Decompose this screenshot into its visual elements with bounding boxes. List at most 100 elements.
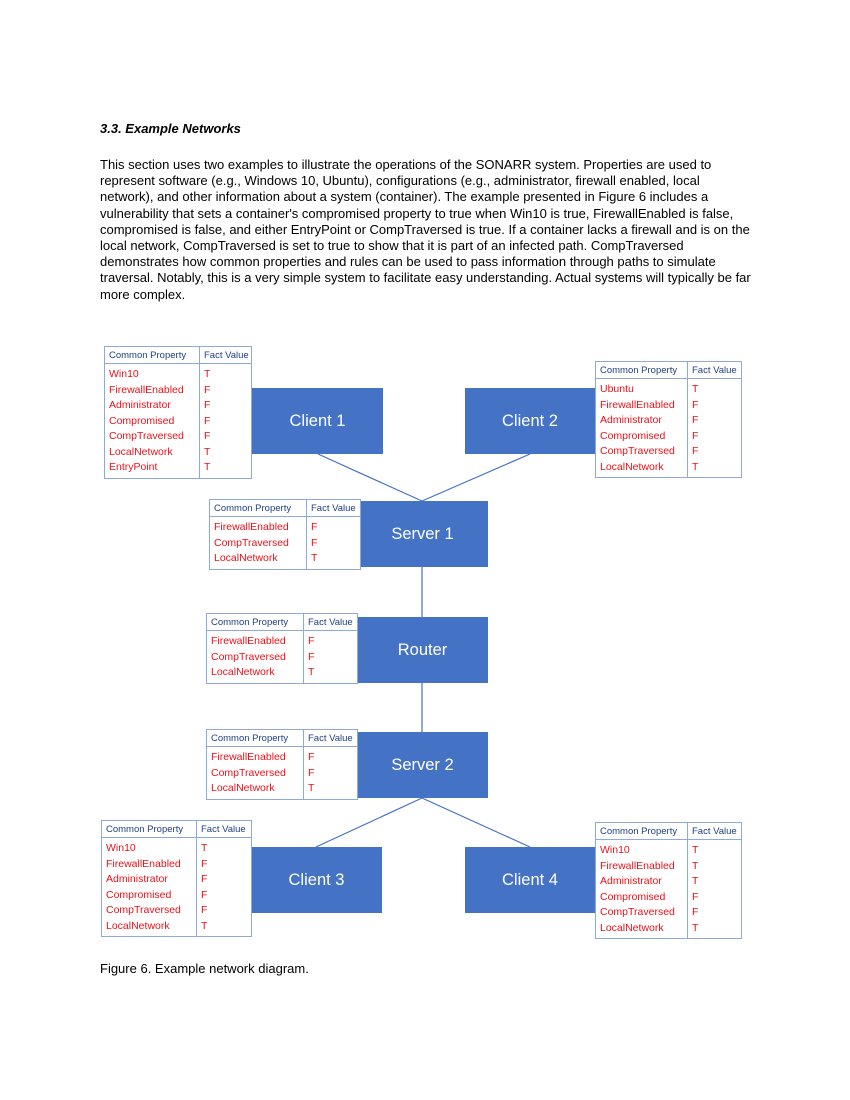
fact-value: T bbox=[692, 859, 699, 872]
property-name: CompTraversed bbox=[214, 536, 289, 549]
node-router: Router bbox=[357, 617, 488, 683]
property-name: FirewallEnabled bbox=[109, 383, 184, 396]
property-name: CompTraversed bbox=[600, 445, 675, 457]
property-name: Win10 bbox=[109, 368, 139, 380]
fact-value: T bbox=[204, 445, 211, 458]
property-name: Compromised bbox=[109, 414, 175, 427]
node-server1-label: Server 1 bbox=[391, 524, 454, 543]
property-name: FirewallEnabled bbox=[600, 398, 675, 411]
table-header-property: Common Property bbox=[207, 614, 303, 631]
fact-value: F bbox=[201, 888, 208, 901]
property-name: LocalNetwork bbox=[106, 919, 170, 932]
fact-value: F bbox=[204, 430, 211, 442]
node-client4: Client 4 bbox=[465, 847, 595, 913]
fact-value: F bbox=[311, 521, 318, 533]
table-header-value: Fact Value bbox=[303, 614, 357, 631]
body-paragraph: This section uses two examples to illust… bbox=[100, 157, 751, 302]
table-header-property: Common Property bbox=[210, 500, 306, 517]
table-header-property: Common Property bbox=[207, 730, 303, 747]
property-name: Administrator bbox=[109, 399, 171, 411]
node-server2: Server 2 bbox=[357, 732, 488, 798]
table-header-value: Fact Value bbox=[199, 347, 251, 364]
node-client1-label: Client 1 bbox=[289, 411, 346, 430]
property-name: Win10 bbox=[106, 842, 136, 854]
property-name: Administrator bbox=[600, 875, 662, 887]
property-name: LocalNetwork bbox=[600, 460, 664, 473]
fact-value: F bbox=[692, 890, 699, 903]
node-client3-label: Client 3 bbox=[288, 870, 345, 889]
link-server2-client4 bbox=[421, 797, 531, 848]
fact-value: T bbox=[308, 666, 315, 678]
fact-value: T bbox=[204, 368, 211, 380]
section-heading: 3.3. Example Networks bbox=[100, 121, 241, 136]
node-client1: Client 1 bbox=[252, 388, 383, 454]
fact-value: F bbox=[204, 399, 211, 411]
fact-value: T bbox=[692, 460, 699, 473]
fact-value: F bbox=[692, 398, 699, 411]
fact-value: T bbox=[308, 782, 315, 794]
fact-value: F bbox=[201, 873, 208, 885]
fact-value: T bbox=[201, 919, 208, 932]
fact-value: T bbox=[692, 875, 699, 887]
property-name: CompTraversed bbox=[600, 906, 675, 918]
link-client2-server1 bbox=[421, 453, 531, 502]
fact-value: T bbox=[692, 921, 699, 934]
fact-value: F bbox=[204, 414, 211, 427]
fact-value: T bbox=[692, 383, 699, 395]
fact-value: F bbox=[311, 536, 318, 549]
fact-value: F bbox=[201, 904, 208, 916]
fact-value: F bbox=[308, 751, 315, 763]
fact-value: F bbox=[308, 650, 315, 663]
figure-caption: Figure 6. Example network diagram. bbox=[100, 961, 309, 976]
table-header-property: Common Property bbox=[596, 362, 687, 379]
fact-value: T bbox=[204, 461, 211, 473]
property-name: Win10 bbox=[600, 844, 630, 856]
fact-value: F bbox=[692, 906, 699, 918]
property-name: CompTraversed bbox=[211, 766, 286, 779]
property-name: LocalNetwork bbox=[211, 782, 275, 794]
fact-value: F bbox=[201, 857, 208, 870]
property-name: LocalNetwork bbox=[109, 445, 173, 458]
fact-value: F bbox=[692, 445, 699, 457]
property-name: FirewallEnabled bbox=[106, 857, 181, 870]
property-name: Administrator bbox=[106, 873, 168, 885]
property-name: FirewallEnabled bbox=[600, 859, 675, 872]
table-header-property: Common Property bbox=[102, 821, 196, 838]
fact-value: F bbox=[692, 414, 699, 426]
node-client4-label: Client 4 bbox=[502, 870, 558, 889]
property-name: Compromised bbox=[106, 888, 172, 901]
fact-value: F bbox=[204, 383, 211, 396]
table-header-property: Common Property bbox=[596, 823, 687, 840]
node-client3: Client 3 bbox=[251, 847, 382, 913]
table-header-value: Fact Value bbox=[687, 362, 741, 379]
property-name: Administrator bbox=[600, 414, 662, 426]
node-router-label: Router bbox=[397, 640, 448, 659]
property-name: CompTraversed bbox=[106, 904, 181, 916]
fact-value: F bbox=[308, 766, 315, 779]
property-name: Compromised bbox=[600, 429, 666, 442]
node-client2: Client 2 bbox=[465, 388, 595, 454]
node-client2-label: Client 2 bbox=[502, 411, 558, 430]
fact-value: T bbox=[311, 552, 318, 564]
property-name: CompTraversed bbox=[211, 650, 286, 663]
fact-value: F bbox=[308, 635, 315, 647]
link-server2-client3 bbox=[315, 797, 423, 848]
fact-value: T bbox=[201, 842, 208, 854]
